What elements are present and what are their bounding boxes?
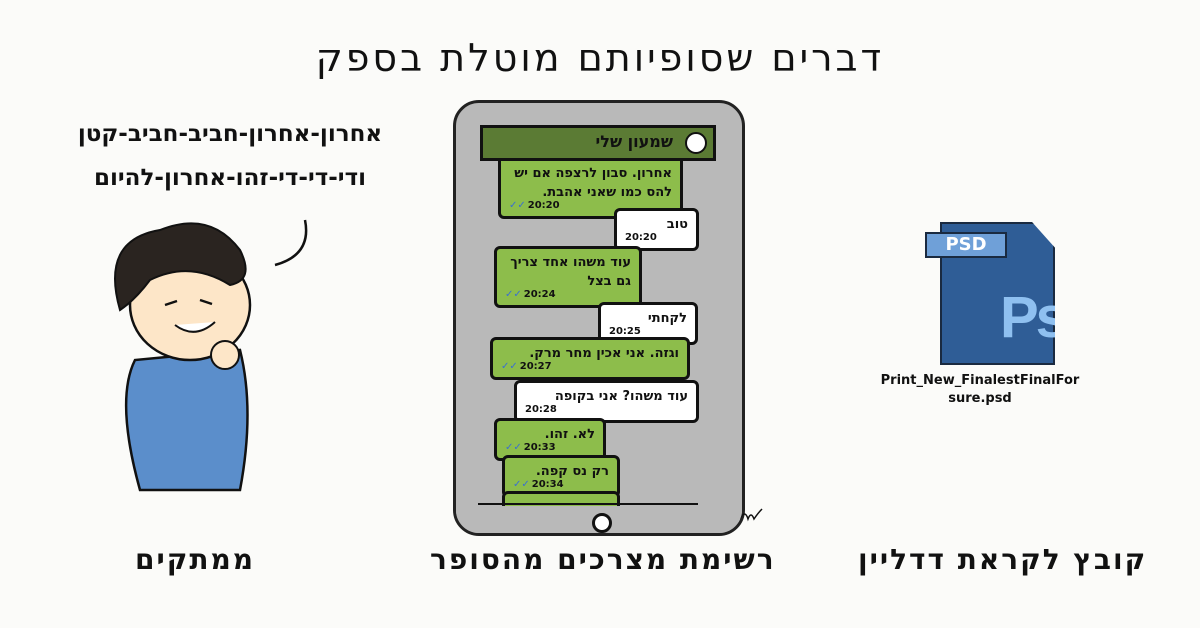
read-check-icon: ✓✓ — [505, 442, 522, 453]
speech-tail — [274, 219, 308, 267]
page-title: דברים שסופיותם מוטלת בספק — [315, 36, 885, 80]
caption-shopping: רשימת מצרכים מהסופר — [430, 543, 776, 576]
speech-line-2: ודי-די-די-זהו-אחרון-להיום — [94, 165, 366, 191]
message-bubble: עוד משהו אחד צריך גם בצל✓✓20:24 — [494, 246, 642, 308]
chat-header: שמעון שלי — [480, 125, 716, 161]
caption-candy: ממתקים — [135, 543, 256, 576]
psd-badge: PSD — [925, 232, 1007, 258]
read-check-icon: ✓✓ — [501, 361, 518, 372]
message-bubble: וגזה. אני אכין מחר מרק.✓✓20:27 — [490, 337, 690, 380]
contact-name: שמעון שלי — [595, 132, 673, 151]
read-check-icon: ✓✓ — [509, 200, 526, 211]
shirt — [124, 348, 249, 492]
speech-line-1: אחרון-אחרון-חביב-חביב-קטן — [77, 121, 383, 147]
psd-filename: Print_New_FinalestFinalFor sure.psd — [880, 373, 1080, 406]
phone: שמעון שלי אחרון. סבון לרצפה אם יש להס כמ… — [453, 100, 745, 536]
read-check-icon: ✓✓ — [505, 289, 522, 300]
caption-deadline: קובץ לקראת דדליין — [858, 543, 1148, 576]
curly-hair — [114, 222, 247, 312]
ps-logo: Ps — [1000, 285, 1065, 350]
home-button[interactable] — [592, 513, 612, 533]
message-bubble: לא. זהו.✓✓20:33 — [494, 418, 606, 461]
avatar-icon — [685, 132, 707, 154]
eyes — [164, 298, 213, 307]
keyboard-edge — [478, 503, 698, 505]
read-check-icon: ✓✓ — [513, 479, 530, 490]
child-illustration — [114, 219, 308, 492]
smile — [174, 321, 216, 333]
speech-text: אחרון-אחרון-חביב-חביב-קטן ודי-די-די-זהו-… — [40, 112, 420, 200]
artist-signature — [739, 508, 763, 522]
hand — [210, 340, 240, 370]
message-bubble: רק נס קפה.✓✓20:34 — [502, 455, 620, 498]
